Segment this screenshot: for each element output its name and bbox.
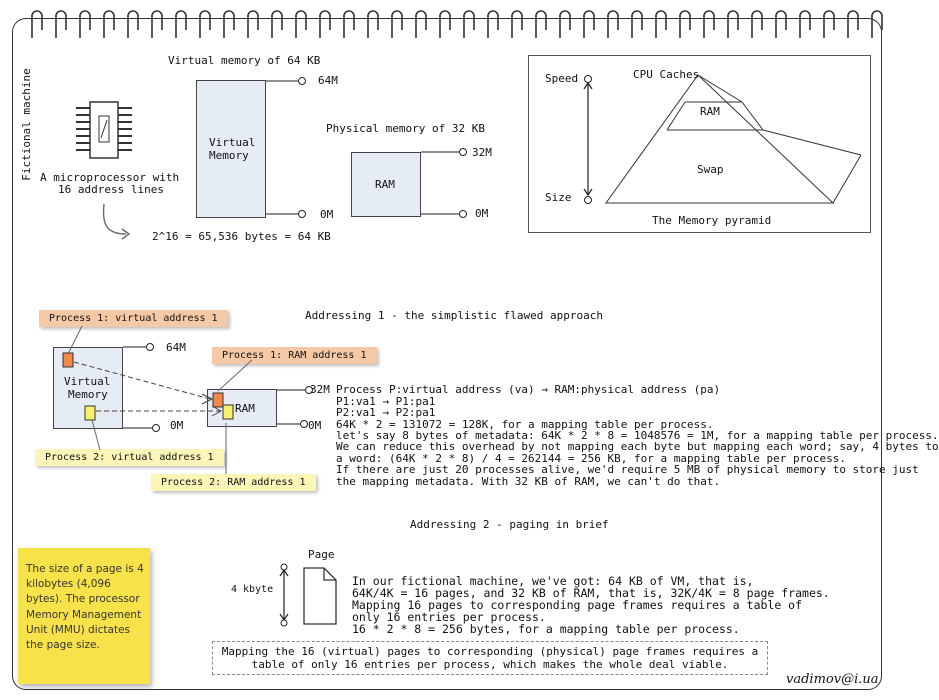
spiral-binding	[31, 10, 883, 38]
a1-line: a word: (64K * 2 * 8) / 4 = 262144 = 256…	[336, 451, 846, 465]
address-formula: 2^16 = 65,536 bytes = 64 KB	[152, 230, 331, 243]
a2-line: Mapping 16 pages to corresponding page f…	[352, 598, 803, 612]
a1-line: We can reduce this overhead by not mappi…	[336, 440, 939, 454]
a2-line: 16 * 2 * 8 = 256 bytes, for a mapping ta…	[352, 622, 740, 636]
pyramid-cpu-caches: CPU Caches	[633, 68, 700, 81]
curved-arrow-icon	[102, 203, 131, 240]
summary-line-1: Mapping the 16 (virtual) pages to corres…	[221, 645, 759, 658]
memory-pyramid-panel	[528, 55, 871, 233]
signature: vadimov@i.ua	[786, 672, 879, 687]
pyramid-speed-label: Speed	[545, 72, 579, 85]
virtual-memory-label-1: Virtual	[209, 136, 256, 149]
virtual-memory-title: Virtual memory of 64 KB	[168, 54, 321, 67]
pm-bottom-label: 0M	[475, 207, 489, 220]
physical-memory-title: Physical memory of 32 KB	[326, 122, 485, 135]
physical-memory-pointers	[421, 148, 467, 218]
ram-box-label: RAM	[235, 402, 255, 415]
microprocessor-icon	[76, 101, 132, 159]
summary-box: Mapping the 16 (virtual) pages to corres…	[212, 641, 768, 675]
vm-bottom-label: 0M	[320, 208, 334, 221]
a1-line: the mapping metadata. With 32 KB of RAM,…	[336, 474, 721, 488]
page-size-label: 4 kbyte	[231, 584, 274, 595]
addressing2-explanation: In our fictional machine, we've got: 64 …	[352, 563, 830, 647]
page-size-note: The size of a page is 4 kilobytes (4,096…	[18, 548, 150, 684]
pyramid-swap: Swap	[697, 163, 724, 176]
addressing1-connectors	[62, 325, 313, 474]
addressing2-heading: Addressing 2 - paging in brief	[410, 518, 609, 531]
vm-box-label-1: Virtual	[64, 375, 111, 388]
processor-caption-2: 16 address lines	[58, 183, 164, 196]
a2-line: In our fictional machine, we've got: 64 …	[352, 574, 754, 588]
a1-line: If there are just 20 processes alive, we…	[336, 463, 919, 477]
physical-memory-box	[351, 152, 421, 217]
side-label: Fictional machine	[19, 68, 33, 181]
addressing1-explanation: Process P:virtual address (va) → RAM:phy…	[336, 373, 939, 498]
a1-vm-top: 64M	[166, 341, 186, 354]
page-frame	[12, 18, 882, 690]
summary-line-2: table of only 16 entries per process, wh…	[251, 658, 729, 671]
vm-box-label-2: Memory	[68, 388, 108, 401]
a2-line: 64K/4K = 16 pages, and 32 KB of RAM, tha…	[352, 586, 830, 600]
vm-top-label: 64M	[318, 74, 338, 87]
pyramid-size-label: Size	[545, 191, 572, 204]
virtual-memory-box	[196, 80, 266, 218]
tag-p2-virtual: Process 2: virtual address 1	[35, 449, 224, 466]
a1-line: let's say 8 bytes of metadata: 64K * 2 *…	[336, 429, 939, 443]
a1-line: 64K * 2 = 131072 = 128K, for a mapping t…	[336, 417, 714, 431]
a2-line: only 16 entries per process.	[352, 610, 546, 624]
addressing1-heading: Addressing 1 - the simplistic flawed app…	[305, 309, 604, 322]
a1-ram-top: 32M	[310, 383, 330, 396]
a1-line: P1:va1 → P1:pa1	[336, 394, 436, 408]
tag-p2-ram: Process 2: RAM address 1	[151, 474, 316, 491]
page-document-icon	[279, 563, 337, 627]
a1-line: Process P:virtual address (va) → RAM:phy…	[336, 383, 721, 397]
memory-pyramid-diagram	[583, 74, 862, 204]
pyramid-ram: RAM	[700, 105, 720, 118]
tag-p1-virtual: Process 1: virtual address 1	[39, 310, 228, 327]
virtual-memory-pointers	[266, 77, 306, 218]
pm-top-label: 32M	[472, 146, 492, 159]
a1-vm-bottom: 0M	[170, 419, 184, 432]
a1-ram-bottom: 0M	[308, 419, 322, 432]
tag-p1-ram: Process 1: RAM address 1	[212, 347, 377, 364]
virtual-memory-label-2: Memory	[209, 149, 249, 162]
physical-memory-label: RAM	[375, 178, 395, 191]
processor-caption-1: A microprocessor with	[40, 171, 180, 184]
a1-line: P2:va1 → P2:pa1	[336, 406, 436, 420]
page-label: Page	[308, 548, 335, 561]
pyramid-caption: The Memory pyramid	[652, 214, 772, 227]
